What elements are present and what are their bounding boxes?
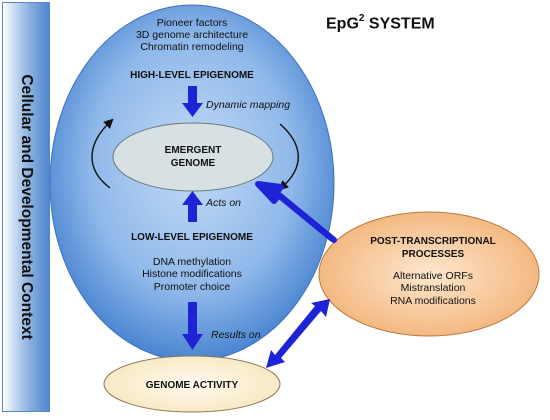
- sidebar-gradient-bar: [2, 2, 50, 412]
- post-transcriptional-title: POST-TRANSCRIPTIONAL: [370, 236, 496, 247]
- post-to-emergent-arrow: [255, 181, 337, 243]
- emergent-genome-label: GENOME: [171, 158, 216, 169]
- feedback-curve-left: [91, 118, 114, 189]
- acts-on-label: Acts on: [205, 197, 241, 209]
- high-level-epigenome-title: HIGH-LEVEL EPIGENOME: [130, 70, 254, 81]
- title-prefix: EpG: [326, 15, 359, 33]
- post-transcriptional-feature: RNA modifications: [390, 295, 476, 307]
- acts-on-arrow: [182, 191, 203, 222]
- post-transcriptional-feature: Alternative ORFs: [393, 270, 473, 282]
- title-superscript: 2: [358, 13, 365, 24]
- post-transcriptional-feature: Mistranslation: [401, 282, 466, 294]
- dynamic-mapping-arrow: [182, 86, 203, 117]
- high-level-feature: 3D genome architecture: [136, 29, 248, 41]
- post-genome-activity-arrow: [266, 299, 330, 368]
- results-on-arrow: [182, 302, 203, 350]
- low-level-epigenome-title: LOW-LEVEL EPIGENOME: [131, 232, 253, 243]
- low-level-feature: DNA methylation: [153, 256, 231, 268]
- feedback-curve-right: [278, 123, 299, 191]
- dynamic-mapping-label: Dynamic mapping: [206, 99, 290, 111]
- context-sidebar: Cellular and Developmental Context: [2, 2, 50, 412]
- genome-activity-ellipse: [103, 355, 281, 413]
- high-level-feature: Pioneer factors: [157, 17, 228, 29]
- post-transcriptional-ellipse: [318, 211, 540, 337]
- high-level-feature: Chromatin remodeling: [140, 41, 243, 53]
- results-on-label: Results on: [211, 329, 261, 341]
- low-level-feature: Promoter choice: [154, 281, 231, 293]
- title-suffix: SYSTEM: [364, 15, 435, 33]
- post-transcriptional-title: PROCESSES: [402, 249, 465, 260]
- system-title: EpG2 SYSTEM: [326, 13, 435, 33]
- low-level-feature: Histone modifications: [142, 268, 242, 280]
- genome-activity-label: GENOME ACTIVITY: [146, 380, 239, 391]
- emergent-genome-ellipse: [112, 122, 274, 192]
- emergent-genome-label: EMERGENT: [165, 145, 222, 156]
